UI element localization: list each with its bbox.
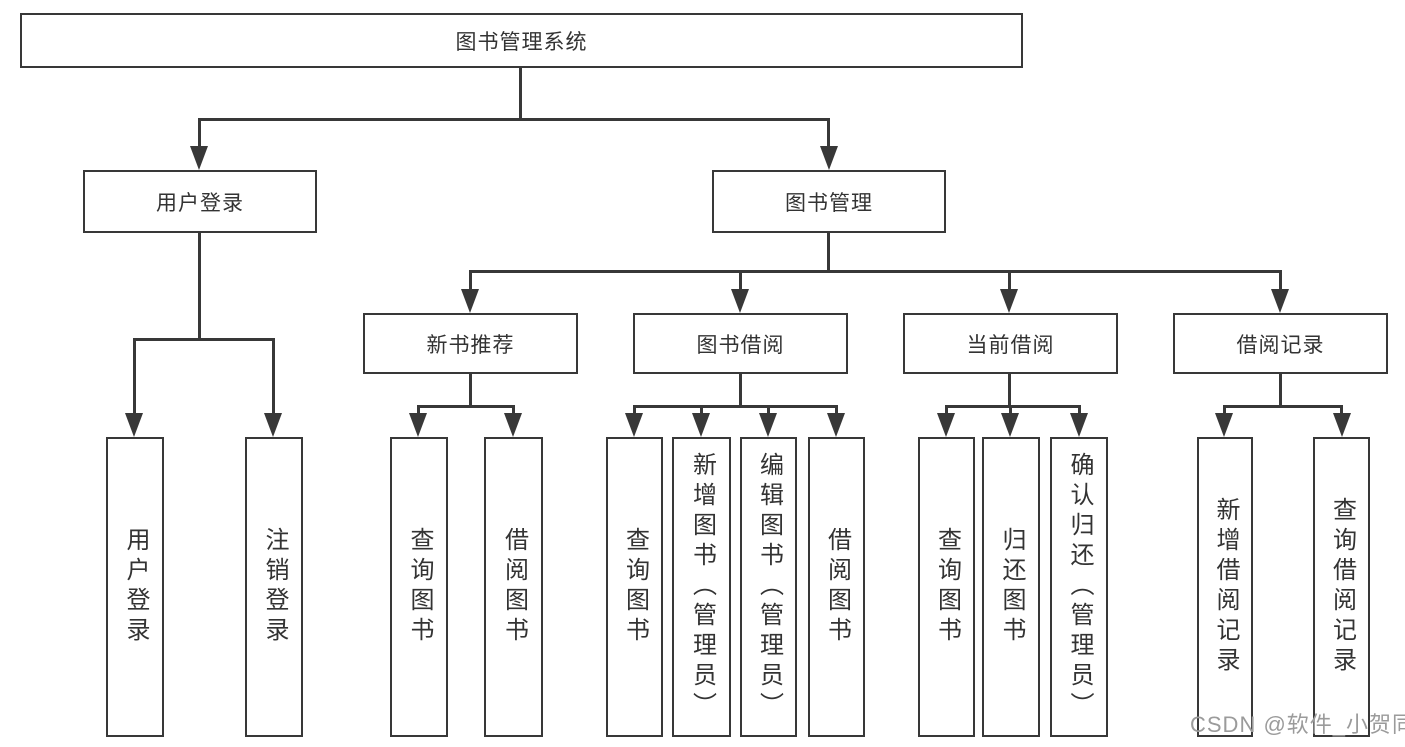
arrow-borrow-borrow-book	[827, 413, 845, 437]
arrow-record-query	[1333, 413, 1351, 437]
edge-drop-borrow-edit	[767, 405, 770, 419]
leaf-login-user-login: 用户登录	[106, 437, 164, 737]
leaf-rec-borrow-book: 借阅图书	[484, 437, 543, 737]
edge-drop-login-right	[272, 338, 275, 418]
edge-drop-rec-query	[417, 405, 420, 419]
arrow-current-borrow	[1000, 289, 1018, 313]
arrow-current-return-book	[1001, 413, 1019, 437]
leaf-record-query-record: 查询借阅记录	[1313, 437, 1370, 737]
node-borrow-record: 借阅记录	[1173, 313, 1388, 374]
arrow-rec-query-book	[409, 413, 427, 437]
leaf-login-logout: 注销登录	[245, 437, 303, 737]
edge-drop-user-login	[198, 118, 201, 162]
leaf-rec-query-book: 查询图书	[390, 437, 448, 737]
arrow-login-user-login	[125, 413, 143, 437]
edge-drop-record-add	[1223, 405, 1226, 419]
leaf-borrow-borrow-book: 借阅图书	[808, 437, 865, 737]
edge-record-span	[1223, 405, 1343, 408]
edge-mgmt-trunk	[827, 233, 830, 270]
arrow-borrow-edit-book	[759, 413, 777, 437]
edge-login-span	[133, 338, 275, 341]
edge-borrow-span	[633, 405, 838, 408]
edge-drop-book-mgmt	[827, 118, 830, 162]
edge-drop-new-book-rec	[469, 270, 472, 295]
edge-drop-borrow-record	[1279, 270, 1282, 295]
arrow-borrow-query-book	[625, 413, 643, 437]
edge-record-trunk	[1279, 374, 1282, 405]
edge-drop-login-left	[133, 338, 136, 418]
edge-drop-current-confirm	[1078, 405, 1081, 419]
arrow-borrow-record	[1271, 289, 1289, 313]
arrow-login-logout	[264, 413, 282, 437]
edge-borrow-trunk	[739, 374, 742, 405]
edge-drop-book-borrow	[739, 270, 742, 295]
edge-drop-record-query	[1340, 405, 1343, 419]
edge-rec-span	[417, 405, 515, 408]
edge-level2-span	[198, 118, 830, 121]
arrow-book-mgmt	[820, 146, 838, 170]
node-current-borrow: 当前借阅	[903, 313, 1118, 374]
node-book-mgmt: 图书管理	[712, 170, 946, 233]
leaf-current-confirm-return: 确认归还（管理员）	[1050, 437, 1108, 737]
edge-level3-span	[469, 270, 1282, 273]
arrow-current-confirm-return	[1070, 413, 1088, 437]
arrow-current-query-book	[937, 413, 955, 437]
edge-drop-borrow-add	[700, 405, 703, 419]
node-new-book-rec: 新书推荐	[363, 313, 578, 374]
edge-drop-borrow-borrow	[835, 405, 838, 419]
arrow-rec-borrow-book	[504, 413, 522, 437]
arrow-book-borrow	[731, 289, 749, 313]
edge-rec-trunk	[469, 374, 472, 405]
arrow-new-book-rec	[461, 289, 479, 313]
edge-current-trunk	[1008, 374, 1011, 405]
leaf-record-add-record: 新增借阅记录	[1197, 437, 1253, 737]
leaf-borrow-query-book: 查询图书	[606, 437, 663, 737]
edge-current-span	[945, 405, 1081, 408]
watermark: CSDN @软件_小贺同学	[1190, 712, 1405, 737]
arrow-user-login	[190, 146, 208, 170]
node-root: 图书管理系统	[20, 13, 1023, 68]
edge-root-trunk	[519, 68, 522, 119]
edge-drop-current-query	[945, 405, 948, 419]
leaf-current-query-book: 查询图书	[918, 437, 975, 737]
edge-drop-current-borrow	[1008, 270, 1011, 295]
leaf-borrow-add-book: 新增图书（管理员）	[672, 437, 731, 737]
node-book-borrow: 图书借阅	[633, 313, 848, 374]
edge-login-trunk	[198, 233, 201, 338]
arrow-borrow-add-book	[692, 413, 710, 437]
edge-drop-rec-borrow	[512, 405, 515, 419]
leaf-borrow-edit-book: 编辑图书（管理员）	[740, 437, 797, 737]
leaf-current-return-book: 归还图书	[982, 437, 1040, 737]
node-user-login: 用户登录	[83, 170, 317, 233]
edge-drop-current-return	[1009, 405, 1012, 419]
arrow-record-add	[1215, 413, 1233, 437]
edge-drop-borrow-query	[633, 405, 636, 419]
